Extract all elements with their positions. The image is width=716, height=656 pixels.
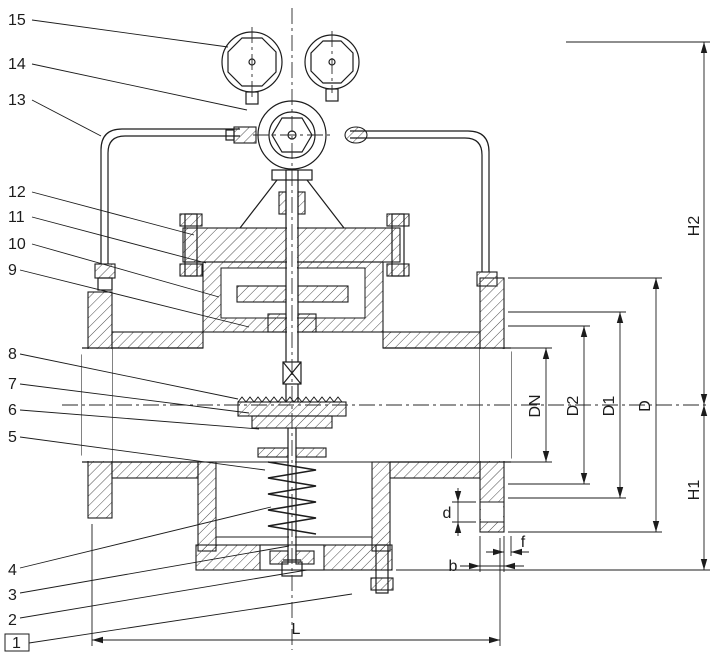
part-callout-9: 9 (8, 262, 17, 279)
spring-chamber-wall-left (197, 461, 217, 552)
label-H1: H1 (686, 480, 703, 501)
part-callout-10: 10 (8, 236, 26, 253)
pipe-wall-bottom-right (389, 461, 481, 479)
pipe-wall-bottom-left (111, 461, 199, 479)
part-callout-8: 8 (8, 346, 17, 363)
sensing-pipe-right (350, 130, 490, 272)
piston-right (297, 285, 349, 303)
part-callout-7: 7 (8, 376, 17, 393)
stem-collar-right (297, 191, 306, 215)
dimension-labels: H2 H1 D D1 D2 DN L d f b (292, 216, 703, 638)
label-DN: DN (527, 394, 544, 417)
pilot-coupling (344, 126, 368, 144)
part-callout-14: 14 (8, 56, 26, 73)
part-callout-5: 5 (8, 429, 17, 446)
pipe-fitting-right (476, 271, 498, 287)
part-callout-numbers: 15 14 13 12 11 10 9 8 7 6 5 4 3 2 1 (4, 12, 30, 652)
pilot-hex (271, 117, 313, 153)
label-D1: D1 (601, 396, 618, 417)
part-callout-12: 12 (8, 184, 26, 201)
part-callout-1: 1 (12, 635, 21, 652)
bolt-nut (386, 263, 410, 277)
stud-bolt (391, 213, 405, 277)
label-D: D (637, 400, 654, 412)
bolt-nut (179, 213, 203, 227)
stud-bolt (375, 544, 389, 594)
part-callout-2: 2 (8, 612, 17, 629)
pipe-wall-top-left (111, 331, 204, 349)
label-f: f (521, 534, 526, 551)
sensing-pipe-left (107, 135, 240, 264)
part-callout-15: 15 (8, 12, 26, 29)
bolt-nut (386, 213, 410, 227)
part-callout-13: 13 (8, 92, 26, 109)
bolt-nut (179, 263, 203, 277)
part-callout-6: 6 (8, 402, 17, 419)
stud-bolt (184, 213, 198, 277)
pipe-union (97, 277, 113, 291)
part-callout-11: 11 (8, 209, 25, 226)
label-d: d (443, 505, 452, 522)
part-callout-3: 3 (8, 587, 17, 604)
spring-chamber-wall-right (371, 461, 391, 552)
gauge-left-face (227, 37, 277, 87)
bolt-nut (370, 577, 394, 591)
gauge-right-face (310, 40, 354, 84)
centerlines (62, 8, 710, 650)
part-callout-leaders (19, 19, 353, 644)
yoke-arm-right (306, 179, 345, 229)
label-b: b (449, 558, 458, 575)
label-L: L (292, 621, 301, 638)
label-H2: H2 (686, 216, 703, 237)
yoke-arm-left (239, 179, 278, 229)
spring-seat-right (295, 447, 327, 458)
pipe-fitting-left (94, 263, 116, 279)
pilot-nipple (225, 129, 235, 141)
stem-collar-left (278, 191, 287, 215)
stem-guide-left (267, 313, 287, 333)
sensing-pipe-right (350, 137, 483, 272)
label-D2: D2 (565, 396, 582, 417)
disc-serration (237, 396, 343, 403)
pipe-wall-top-right (382, 331, 481, 349)
part-callout-4: 4 (8, 562, 17, 579)
sensing-pipe-left (100, 128, 240, 264)
dimensions (91, 41, 710, 646)
piston-left (236, 285, 287, 303)
part-callout-1-box (4, 633, 30, 652)
spring-seat-left (257, 447, 289, 458)
stem-guide-right (297, 313, 317, 333)
